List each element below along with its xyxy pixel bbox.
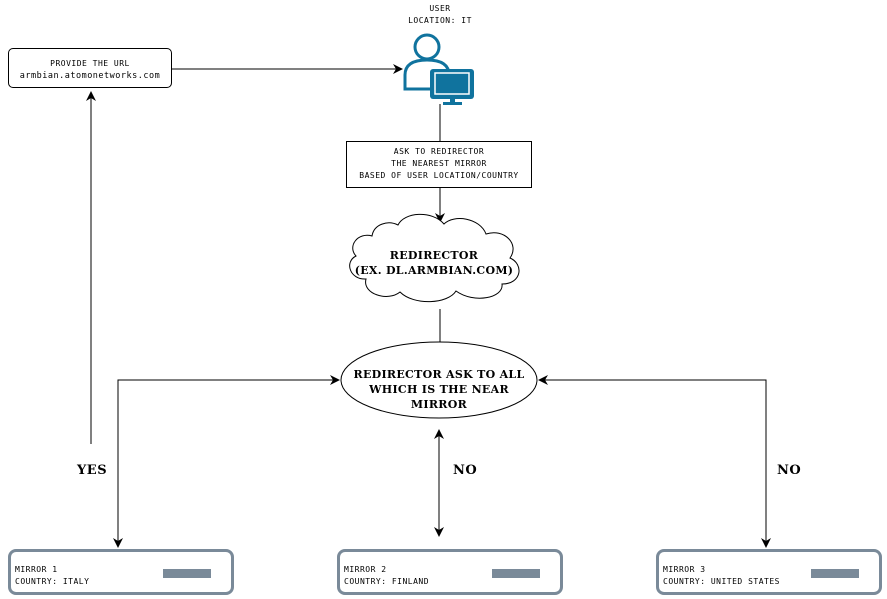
mirror-1-country: COUNTRY: ITALY [15,577,90,586]
mirror-3-text: MIRROR 3 COUNTRY: UNITED STATES [663,564,780,588]
mirror-2-drive-bar [492,569,540,578]
mirror-3-country: COUNTRY: UNITED STATES [663,577,780,586]
user-label-line1: USER [429,4,451,13]
edge-label-no-right: NO [777,463,802,478]
provide-url-value: armbian.atomonetworks.com [19,71,161,81]
ask-box-line3: BASED OF USER LOCATION/COUNTRY [359,171,519,180]
mirror-2-server: MIRROR 2 COUNTRY: FINLAND [337,549,563,595]
redirector-cloud-shape [349,213,520,303]
mirror-3-server: MIRROR 3 COUNTRY: UNITED STATES [656,549,882,595]
ellipse-line1: REDIRECTOR ASK TO ALL [353,368,525,381]
mirror-1-text: MIRROR 1 COUNTRY: ITALY [15,564,89,588]
mirror-1-server: MIRROR 1 COUNTRY: ITALY [8,549,234,595]
edge-label-no-middle: NO [453,463,478,478]
mirror-1-drive-bar [163,569,211,578]
user-label-line2: LOCATION: IT [408,16,472,25]
mirror-3-drive-bar [811,569,859,578]
mirror-2-text: MIRROR 2 COUNTRY: FINLAND [344,564,429,588]
user-with-monitor-icon [403,33,474,105]
ask-box-line1: ASK TO REDIRECTOR [393,147,485,156]
ellipse-line2: WHICH IS THE NEAR MIRROR [369,383,509,411]
redirector-cloud-label: REDIRECTOR (EX. DL.ARMBIAN.COM) [348,248,520,278]
redirector-ellipse-label: REDIRECTOR ASK TO ALL WHICH IS THE NEAR … [341,367,537,412]
ask-redirector-box: ASK TO REDIRECTOR THE NEAREST MIRROR BAS… [346,141,532,188]
ask-box-line2: THE NEAREST MIRROR [391,159,487,168]
mirror-1-name: MIRROR 1 [15,565,58,574]
mirror-2-name: MIRROR 2 [344,565,387,574]
provide-url-box: PROVIDE THE URL armbian.atomonetworks.co… [8,48,172,88]
mirror-2-country: COUNTRY: FINLAND [344,577,430,586]
mirror-3-name: MIRROR 3 [663,565,706,574]
cloud-line2: (EX. DL.ARMBIAN.COM) [354,264,514,277]
edge-mirror1-ellipse [113,375,340,548]
redirector-ellipse-shape [340,341,538,419]
edge-label-yes: YES [77,463,108,478]
cloud-line1: REDIRECTOR [389,249,479,262]
edge-mirror3-ellipse [538,375,771,548]
provide-url-title: PROVIDE THE URL [50,59,130,68]
user-label: USER LOCATION: IT [380,3,500,27]
